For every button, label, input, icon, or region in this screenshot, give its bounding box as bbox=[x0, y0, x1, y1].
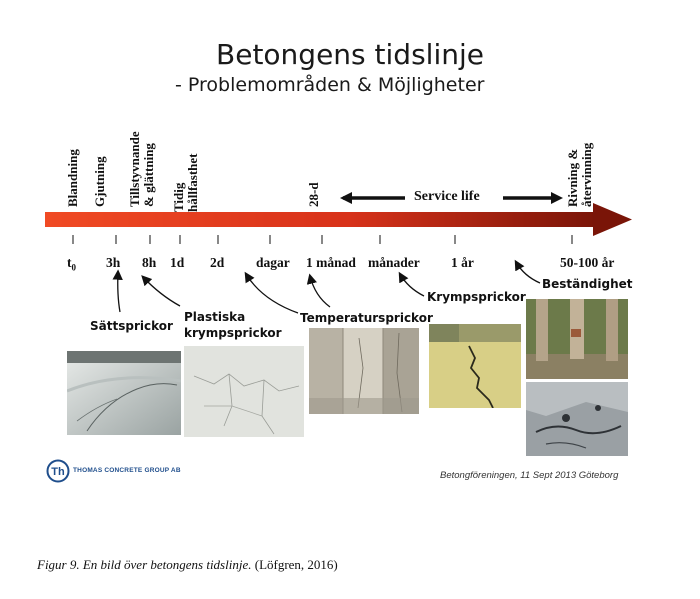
tick-label-1-ar: 1 år bbox=[451, 255, 474, 270]
problem-plastiska-krympsprickor: Plastiska krympsprickor bbox=[184, 309, 282, 341]
arrow-sattsprickor bbox=[112, 269, 123, 313]
tick-label-1d: 1d bbox=[170, 255, 185, 270]
photo-bestandighet-1 bbox=[526, 299, 628, 379]
tick-label-50-100-ar: 50-100 år bbox=[560, 255, 615, 270]
timeline-arrow bbox=[45, 203, 632, 236]
tick-label-t0-base: t bbox=[67, 255, 72, 270]
tick-marks bbox=[72, 235, 573, 244]
arrow-bestandighet bbox=[514, 259, 541, 284]
photo-krympsprickor bbox=[429, 324, 521, 408]
photo-sattsprickor bbox=[67, 351, 181, 435]
footer-credit: Betongföreningen, 11 Sept 2013 Göteborg bbox=[440, 470, 619, 481]
tick-label-3h: 3h bbox=[106, 255, 121, 270]
diagram-title: Betongens tidslinje bbox=[216, 38, 484, 71]
problem-plastiska-line2: krympsprickor bbox=[184, 326, 282, 340]
arrow-temperatur-1 bbox=[244, 271, 299, 314]
tick-label-dagar: dagar bbox=[256, 255, 290, 270]
figure-caption: Figur 9. En bild över betongens tidslinj… bbox=[37, 557, 338, 573]
problem-plastiska-line1: Plastiska bbox=[184, 310, 246, 324]
caption-source: (Löfgren, 2016) bbox=[254, 557, 338, 572]
tick-label-2d: 2d bbox=[210, 255, 225, 270]
problem-temperatursprickor: Temperatursprickor bbox=[300, 311, 433, 325]
logo-text: THOMAS CONCRETE GROUP AB bbox=[73, 467, 181, 474]
tick-label-t0: t0 bbox=[67, 255, 76, 273]
logo-emblem-letters: Th bbox=[51, 466, 65, 478]
logo-emblem-icon: Th bbox=[46, 459, 70, 483]
tick-label-8h: 8h bbox=[142, 255, 157, 270]
arrow-krymp bbox=[398, 271, 425, 297]
thomas-concrete-logo: Th THOMAS CONCRETE GROUP AB bbox=[46, 459, 186, 483]
arrow-temperatur-2 bbox=[306, 273, 331, 308]
diagram-subtitle: - Problemområden & Möjligheter bbox=[175, 74, 485, 96]
problem-sattsprickor: Sättsprickor bbox=[90, 319, 173, 333]
problem-pointer-arrows bbox=[112, 259, 541, 314]
service-life-label: Service life bbox=[410, 189, 484, 205]
caption-figure-text: Figur 9. En bild över betongens tidslinj… bbox=[37, 557, 252, 572]
photo-temperatursprickor bbox=[309, 328, 419, 414]
service-life-arrow bbox=[340, 192, 563, 204]
photo-bestandighet-2 bbox=[526, 382, 628, 456]
problem-bestandighet: Beständighet bbox=[542, 277, 633, 291]
photo-plastiska-krympsprickor bbox=[184, 346, 304, 437]
arrow-plastiska bbox=[141, 275, 181, 307]
tick-label-t0-sub: 0 bbox=[71, 262, 77, 273]
problem-krympsprickor: Krympsprickor bbox=[427, 290, 526, 304]
tick-label-1-manad: 1 månad bbox=[306, 255, 356, 270]
tick-label-manader: månader bbox=[368, 255, 420, 270]
